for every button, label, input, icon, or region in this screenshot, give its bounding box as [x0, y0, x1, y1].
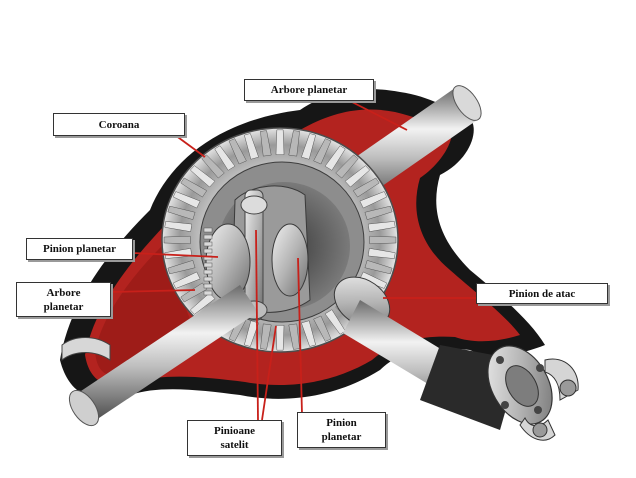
ring-gear-tooth — [369, 235, 397, 245]
side-gear-tooth — [203, 283, 213, 289]
label-pinion-planetar-left-text: Pinion planetar — [42, 243, 117, 255]
ring-gear-tooth — [180, 177, 208, 198]
ring-gear-tooth — [367, 248, 396, 259]
ring-gear-tooth — [364, 260, 393, 275]
ring-gear-tooth — [214, 145, 236, 171]
ring-gear-tooth — [163, 235, 191, 245]
label-coroana-text: Coroana — [98, 118, 140, 131]
label-pinioane-satelit-line1: Pinioane — [214, 425, 255, 437]
ring-gear-tooth — [167, 260, 196, 275]
ring-gear-tooth — [275, 129, 285, 155]
ring-gear-tooth — [167, 205, 196, 220]
side-gear-tooth — [203, 241, 213, 247]
leader-satelit-2 — [261, 325, 277, 421]
label-arbore-planetar-left: Arbore planetar — [16, 282, 111, 317]
label-pinion-planetar-bottom-line1: Pinion — [326, 417, 357, 429]
leader-lines — [110, 100, 476, 421]
ring-gear-tooth — [288, 130, 300, 157]
side-gear-tooth — [203, 269, 213, 275]
ring-gear-tooth — [344, 165, 371, 188]
ring-gear-tooth — [172, 271, 201, 289]
label-pinion-planetar-bottom: Pinion planetar — [297, 412, 386, 448]
leader-coroana — [174, 134, 206, 158]
leader-pinion-planetar-left — [132, 252, 219, 258]
leader-arbore-top — [349, 100, 408, 131]
side-gear-tooth — [203, 276, 213, 282]
side-gear-right — [271, 223, 309, 297]
ring-gear-tooth — [172, 191, 201, 209]
leader-satelit-1 — [255, 229, 259, 421]
drive-flange — [487, 345, 579, 441]
ring-gear-tooth — [260, 323, 272, 350]
side-gear-tooth — [203, 248, 213, 254]
leader-arbore-left — [110, 289, 196, 293]
ring-gear-tooth — [244, 133, 259, 160]
ring-gear-tooth — [260, 130, 272, 157]
ring-gear-tooth — [288, 323, 300, 350]
ring-gear-tooth — [359, 271, 388, 289]
ring-gear-tooth — [324, 309, 346, 335]
ring-gear-tooth — [301, 133, 316, 160]
ring-gear-tooth — [301, 320, 316, 347]
ring-gear-tooth — [335, 154, 359, 179]
ring-gear-tooth — [275, 325, 285, 351]
label-pinion-de-atac: Pinion de atac — [476, 283, 608, 304]
label-arbore-planetar-top-text: Arbore planetar — [270, 84, 348, 96]
ring-gear-tooth — [313, 138, 332, 165]
label-pinion-de-atac-text: Pinion de atac — [508, 287, 576, 300]
label-pinion-planetar-left: Pinion planetar — [26, 238, 133, 260]
label-coroana: Coroana — [53, 113, 185, 136]
ring-gear-tooth — [352, 177, 380, 198]
label-arbore-planetar-left-line1: Arbore — [46, 286, 81, 299]
ring-gear-tooth — [201, 154, 225, 179]
label-pinioane-satelit-line2: satelit — [220, 439, 249, 451]
ring-gear-tooth — [313, 315, 332, 342]
ring-gear-tooth — [367, 221, 396, 232]
label-pinioane-satelit: Pinioane satelit — [187, 420, 282, 456]
ring-gear-tooth — [324, 145, 346, 171]
ring-gear-tooth — [189, 165, 216, 188]
ring-gear-tooth — [244, 320, 259, 347]
ring-gear-tooth — [164, 221, 193, 232]
side-gear-tooth — [203, 290, 213, 296]
ring-gear-tooth — [228, 138, 247, 165]
lower-left-axle — [61, 285, 258, 427]
label-arbore-planetar-top: Arbore planetar — [244, 79, 374, 101]
label-pinion-planetar-bottom-line2: planetar — [321, 431, 362, 443]
ring-gear-tooth — [364, 205, 393, 220]
side-gear-tooth — [203, 227, 213, 233]
leader-pinion-planetar-bottom — [297, 257, 303, 415]
side-gear-tooth — [203, 234, 213, 240]
side-gear-tooth — [203, 262, 213, 268]
label-arbore-planetar-left-line2: planetar — [43, 300, 84, 313]
ring-gear-tooth — [359, 191, 388, 209]
